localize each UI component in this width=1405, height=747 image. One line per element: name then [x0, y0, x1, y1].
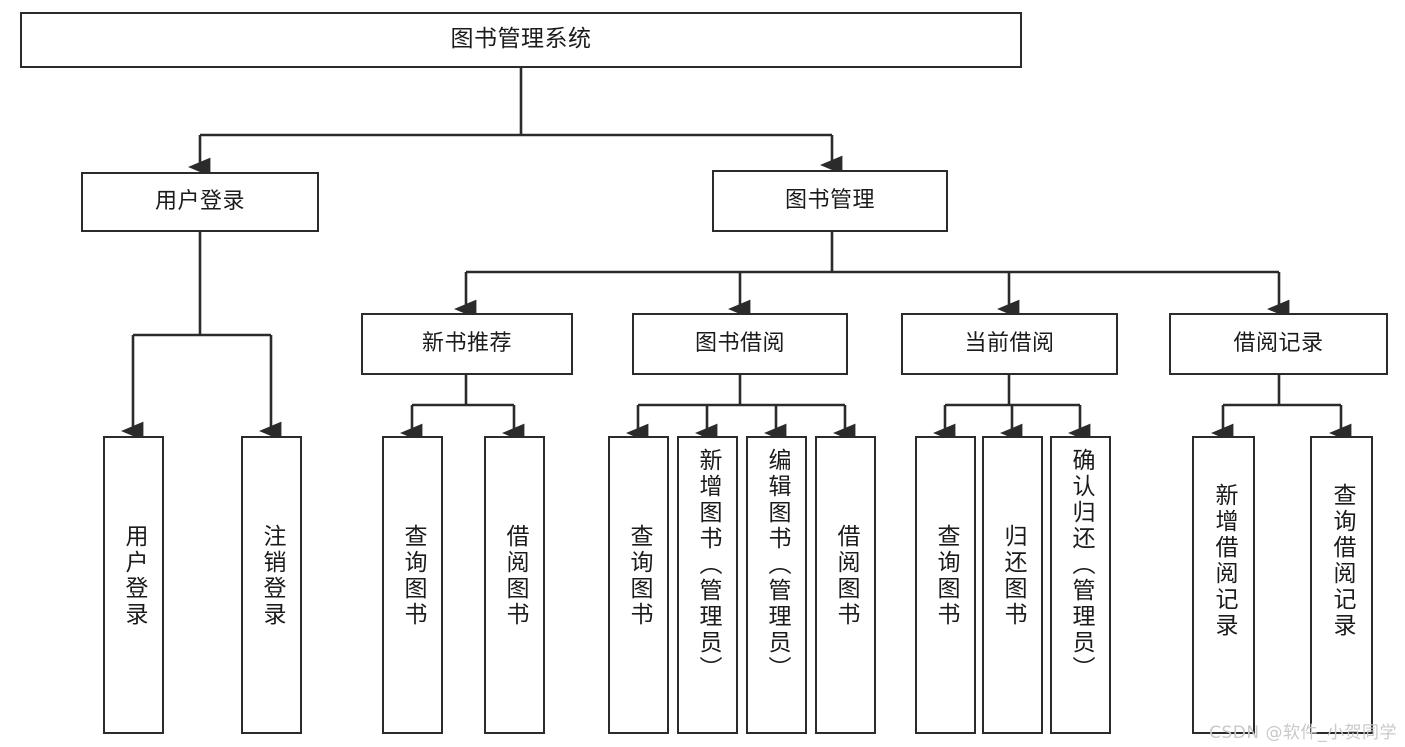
node-user-login-label: 用户登录 [154, 189, 245, 215]
node-current-borrow-label: 当前借阅 [964, 331, 1055, 357]
node-leaf-query-book-1[interactable]: 查询图书 [382, 436, 443, 734]
node-leaf-edit-book-label: 编辑图书（管理员） [764, 448, 790, 682]
node-book-borrow-label: 图书借阅 [694, 331, 785, 357]
node-root[interactable]: 图书管理系统 [20, 12, 1022, 68]
node-leaf-borrow-book-1-label: 借阅图书 [502, 524, 528, 628]
node-new-book-recommend[interactable]: 新书推荐 [361, 313, 573, 375]
node-borrow-record[interactable]: 借阅记录 [1169, 313, 1388, 375]
node-leaf-query-book-1-label: 查询图书 [400, 524, 426, 628]
node-leaf-query-book-3[interactable]: 查询图书 [915, 436, 976, 734]
node-leaf-add-record-label: 新增借阅记录 [1211, 483, 1237, 639]
node-borrow-record-label: 借阅记录 [1233, 331, 1324, 357]
node-new-book-recommend-label: 新书推荐 [421, 331, 512, 357]
node-leaf-query-record[interactable]: 查询借阅记录 [1310, 436, 1373, 734]
node-leaf-return-book-label: 归还图书 [1000, 524, 1026, 628]
node-leaf-user-logout[interactable]: 注销登录 [241, 436, 302, 734]
node-user-login[interactable]: 用户登录 [81, 172, 319, 232]
node-leaf-borrow-book-1[interactable]: 借阅图书 [484, 436, 545, 734]
node-leaf-edit-book[interactable]: 编辑图书（管理员） [746, 436, 807, 734]
node-leaf-add-book-label: 新增图书（管理员） [695, 448, 721, 682]
watermark-text: CSDN @软件_小贺同学 [1209, 723, 1397, 743]
node-leaf-user-login-label: 用户登录 [121, 524, 147, 628]
node-leaf-user-logout-label: 注销登录 [259, 524, 285, 628]
node-leaf-confirm-return[interactable]: 确认归还（管理员） [1050, 436, 1111, 734]
node-book-management[interactable]: 图书管理 [712, 170, 948, 232]
node-book-borrow[interactable]: 图书借阅 [632, 313, 848, 375]
node-root-label: 图书管理系统 [450, 26, 592, 53]
node-leaf-query-record-label: 查询借阅记录 [1329, 483, 1355, 639]
node-leaf-confirm-return-label: 确认归还（管理员） [1068, 448, 1094, 682]
node-leaf-query-book-2-label: 查询图书 [626, 524, 652, 628]
node-book-management-label: 图书管理 [784, 188, 875, 214]
node-leaf-add-book[interactable]: 新增图书（管理员） [677, 436, 738, 734]
node-leaf-borrow-book-2[interactable]: 借阅图书 [815, 436, 876, 734]
node-leaf-return-book[interactable]: 归还图书 [982, 436, 1043, 734]
node-leaf-query-book-2[interactable]: 查询图书 [608, 436, 669, 734]
node-current-borrow[interactable]: 当前借阅 [901, 313, 1118, 375]
node-leaf-query-book-3-label: 查询图书 [933, 524, 959, 628]
node-leaf-user-login[interactable]: 用户登录 [103, 436, 164, 734]
node-leaf-borrow-book-2-label: 借阅图书 [833, 524, 859, 628]
node-leaf-add-record[interactable]: 新增借阅记录 [1192, 436, 1255, 734]
